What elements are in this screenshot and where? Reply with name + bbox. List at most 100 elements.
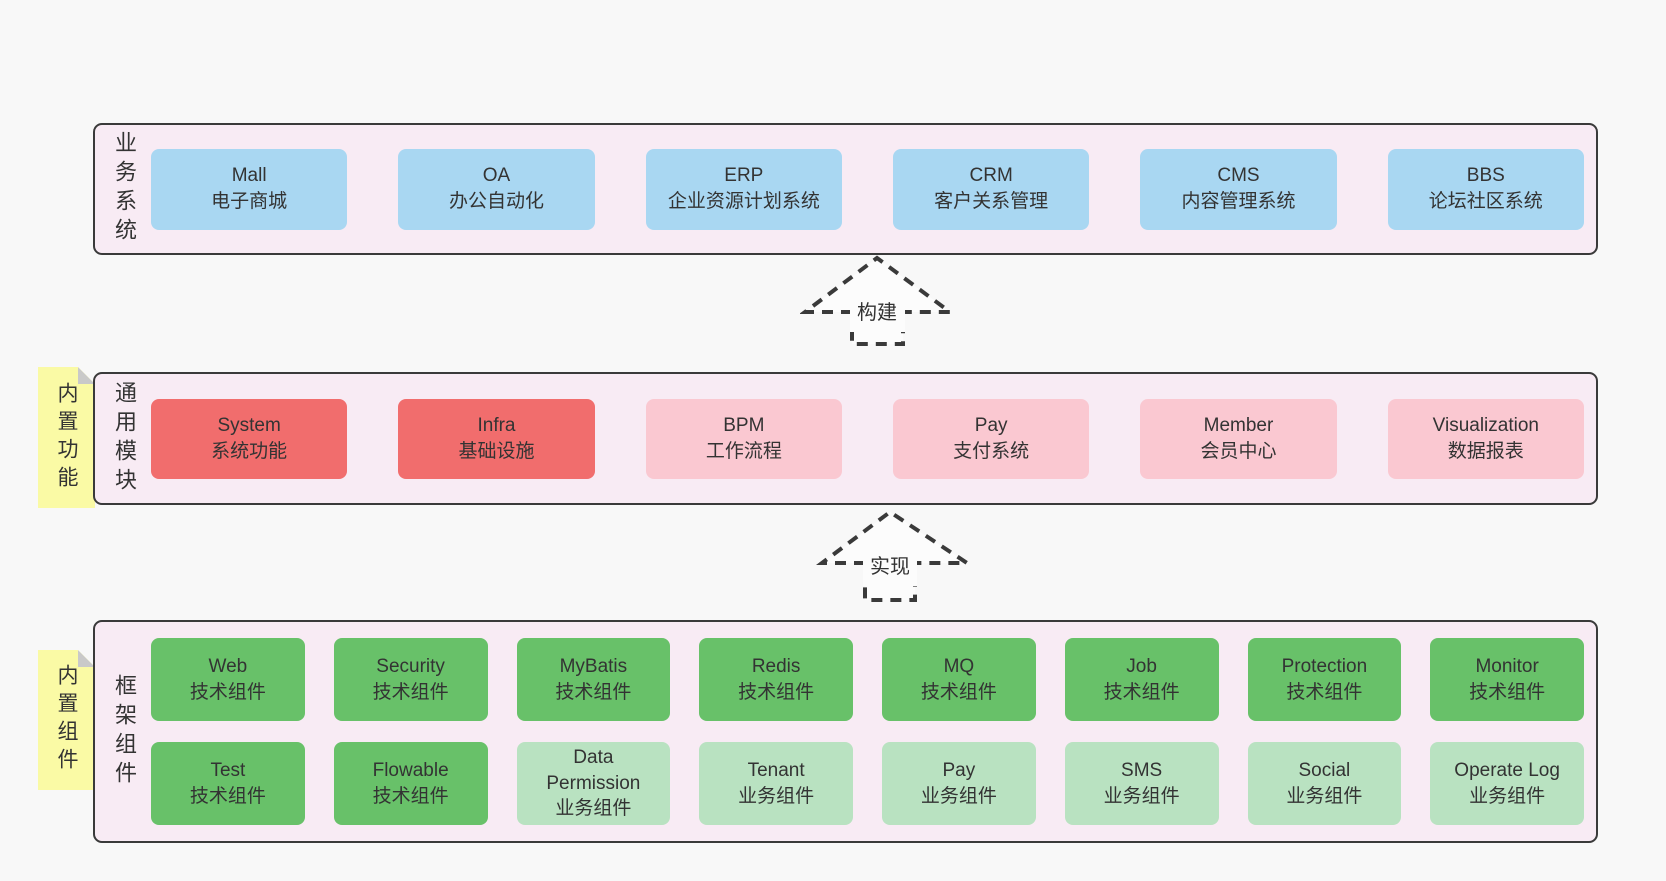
- box-subtitle: 技术组件: [372, 681, 449, 703]
- box-title: Tenant: [747, 759, 805, 781]
- box-subtitle: 业务组件: [920, 785, 997, 807]
- box-title: Test: [210, 759, 246, 781]
- box-job: Job 技术组件: [1064, 638, 1219, 721]
- box-title: ERP: [724, 165, 764, 187]
- layer-framework-components: 框架组件 Web 技术组件 Security 技术组件 MyBatis 技术组件…: [93, 620, 1598, 843]
- box-title: Redis: [751, 655, 801, 677]
- box-subtitle: 技术组件: [1286, 681, 1363, 703]
- component-rows: Web 技术组件 Security 技术组件 MyBatis 技术组件 Redi…: [151, 638, 1584, 825]
- box-subtitle: 技术组件: [372, 785, 449, 807]
- box-erp: ERP 企业资源计划系统: [645, 148, 842, 230]
- box-tenant: Tenant 业务组件: [699, 742, 853, 825]
- box-title: BBS: [1466, 165, 1505, 187]
- box-subtitle: 业务组件: [555, 798, 632, 820]
- box-infra: Infra 基础设施: [398, 398, 595, 479]
- box-subtitle: 技术组件: [189, 681, 266, 703]
- business-boxes: Mall 电子商城 OA 办公自动化 ERP 企业资源计划系统 CRM 客户关系…: [151, 148, 1584, 230]
- box-flowable: Flowable 技术组件: [333, 742, 488, 825]
- box-subtitle: 客户关系管理: [934, 191, 1049, 212]
- sticky-note-built-in-features: 内置功能: [38, 367, 95, 508]
- box-redis: Redis 技术组件: [699, 638, 853, 721]
- box-oa: OA 办公自动化: [398, 148, 595, 230]
- box-subtitle: 业务组件: [1103, 785, 1180, 807]
- box-title: Infra: [477, 414, 516, 436]
- box-title: Data Permission: [546, 747, 641, 794]
- box-data-permission: Data Permission 业务组件: [516, 742, 671, 825]
- box-security: Security 技术组件: [333, 638, 488, 721]
- sticky-label: 内置功能: [55, 381, 78, 494]
- arrow-up-implement-icon: 实现: [816, 509, 972, 602]
- layer-common-modules: 通用模块 System 系统功能 Infra 基础设施 BPM 工作流程 Pay…: [93, 372, 1598, 505]
- box-subtitle: 办公自动化: [448, 191, 544, 212]
- sticky-note-built-in-components: 内置组件: [38, 650, 95, 790]
- box-subtitle: 电子商城: [211, 191, 288, 212]
- box-monitor: Monitor 技术组件: [1430, 638, 1584, 721]
- box-sms: SMS 业务组件: [1064, 742, 1219, 825]
- box-subtitle: 论坛社区系统: [1428, 191, 1543, 212]
- box-title: SMS: [1121, 759, 1163, 781]
- box-member: Member 会员中心: [1140, 398, 1337, 479]
- box-mq: MQ 技术组件: [882, 638, 1036, 721]
- box-title: Protection: [1281, 655, 1368, 677]
- box-subtitle: 业务组件: [1469, 785, 1546, 807]
- box-subtitle: 工作流程: [705, 440, 782, 462]
- box-pay-component: Pay 业务组件: [882, 742, 1036, 825]
- box-title: Social: [1298, 759, 1351, 781]
- box-subtitle: 支付系统: [953, 440, 1030, 462]
- box-subtitle: 企业资源计划系统: [667, 191, 820, 212]
- box-subtitle: 系统功能: [211, 440, 288, 462]
- layer-business-systems: 业务系统 Mall 电子商城 OA 办公自动化 ERP 企业资源计划系统 CRM…: [93, 123, 1598, 255]
- box-bbs: BBS 论坛社区系统: [1387, 148, 1584, 230]
- box-subtitle: 会员中心: [1200, 440, 1277, 462]
- box-title: Visualization: [1432, 414, 1539, 436]
- arrow-label-implement: 实现: [870, 555, 910, 578]
- box-title: Security: [376, 655, 445, 677]
- sticky-label: 内置组件: [55, 664, 78, 776]
- box-title: Member: [1203, 414, 1274, 436]
- box-subtitle: 技术组件: [1103, 681, 1180, 703]
- box-pay-module: Pay 支付系统: [892, 398, 1090, 479]
- box-mall: Mall 电子商城: [151, 148, 348, 230]
- box-web: Web 技术组件: [151, 638, 305, 721]
- box-subtitle: 数据报表: [1447, 440, 1524, 462]
- box-title: Operate Log: [1454, 759, 1560, 781]
- box-cms: CMS 内容管理系统: [1140, 148, 1337, 230]
- box-subtitle: 技术组件: [189, 785, 266, 807]
- box-subtitle: 业务组件: [738, 785, 815, 807]
- box-title: Pay: [974, 414, 1008, 436]
- layer-label-common-modules: 通用模块: [112, 380, 137, 497]
- box-bpm: BPM 工作流程: [645, 398, 842, 479]
- box-subtitle: 技术组件: [555, 681, 632, 703]
- box-title: MyBatis: [559, 655, 628, 677]
- box-title: MQ: [943, 655, 975, 677]
- box-subtitle: 业务组件: [1286, 785, 1363, 807]
- box-subtitle: 内容管理系统: [1181, 191, 1296, 212]
- box-protection: Protection 技术组件: [1247, 638, 1402, 721]
- box-subtitle: 技术组件: [920, 681, 997, 703]
- box-subtitle: 技术组件: [738, 681, 815, 703]
- box-title: Web: [208, 655, 248, 677]
- module-boxes: System 系统功能 Infra 基础设施 BPM 工作流程 Pay 支付系统…: [151, 398, 1584, 479]
- box-title: Job: [1126, 655, 1157, 677]
- box-system: System 系统功能: [151, 398, 348, 479]
- box-subtitle: 基础设施: [458, 440, 535, 462]
- box-title: OA: [482, 165, 511, 187]
- arrow-up-build-icon: 构建: [800, 255, 955, 346]
- box-mybatis: MyBatis 技术组件: [516, 638, 671, 721]
- box-visualization: Visualization 数据报表: [1387, 398, 1584, 479]
- box-subtitle: 技术组件: [1469, 681, 1546, 703]
- component-row-1: Web 技术组件 Security 技术组件 MyBatis 技术组件 Redi…: [151, 638, 1584, 721]
- arrow-label-build: 构建: [857, 301, 897, 324]
- box-title: Monitor: [1475, 655, 1539, 677]
- layer-label-framework-components: 框架组件: [112, 673, 137, 790]
- box-title: Mall: [231, 165, 267, 187]
- box-title: Pay: [942, 759, 976, 781]
- box-social: Social 业务组件: [1247, 742, 1402, 825]
- box-title: Flowable: [372, 759, 449, 781]
- component-row-2: Test 技术组件 Flowable 技术组件 Data Permission …: [151, 742, 1584, 825]
- box-operate-log: Operate Log 业务组件: [1430, 742, 1584, 825]
- box-title: BPM: [723, 414, 765, 436]
- box-crm: CRM 客户关系管理: [892, 148, 1090, 230]
- box-title: System: [217, 414, 281, 436]
